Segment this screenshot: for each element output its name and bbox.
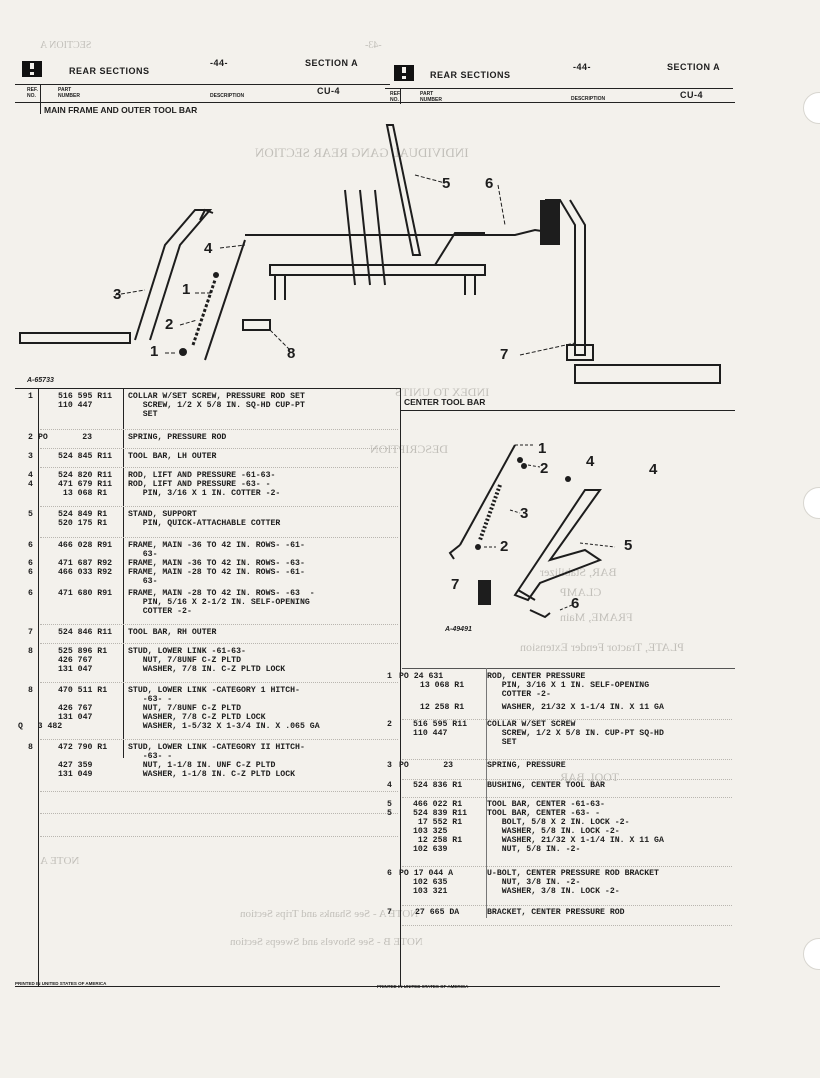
left-part-col-header: PART NUMBER xyxy=(58,87,80,99)
left-callout-6: 6 xyxy=(485,175,494,192)
right-section-name: REAR SECTIONS xyxy=(430,70,511,80)
left-ref-col-header: REF. NO. xyxy=(27,87,38,99)
right-section-label: SECTION A xyxy=(667,62,721,72)
right-callout-3: 3 xyxy=(520,505,529,522)
right-part-col-header: PART NUMBER xyxy=(420,91,442,103)
right-page-number: -44- xyxy=(573,62,592,72)
left-callout-4: 4 xyxy=(204,240,213,257)
left-code: CU-4 xyxy=(317,86,341,96)
illustration-main-frame xyxy=(19,124,721,384)
left-section-name: REAR SECTIONS xyxy=(69,66,150,76)
left-page-number: -44- xyxy=(210,58,229,68)
right-callout-2b: 2 xyxy=(500,538,509,555)
binder-hole-bottom xyxy=(803,938,820,970)
right-header: REAR SECTIONS -44- SECTION A CU-4 xyxy=(385,58,735,100)
right-callout-7: 7 xyxy=(451,576,460,593)
left-desc-col-header: DESCRIPTION xyxy=(210,93,245,99)
right-figure-label: A-49491 xyxy=(445,626,472,633)
binder-hole-top xyxy=(803,92,820,124)
ih-logo-right xyxy=(393,64,415,82)
left-callout-2: 2 xyxy=(165,316,174,333)
binder-hole-middle xyxy=(803,487,820,519)
left-callout-8: 8 xyxy=(287,345,296,362)
right-callout-2a: 2 xyxy=(540,460,549,477)
right-callout-4a: 4 xyxy=(586,453,595,470)
ih-logo xyxy=(21,60,43,78)
illustration-center-tool-bar xyxy=(448,444,616,619)
right-code: CU-4 xyxy=(680,90,704,100)
right-callout-1: 1 xyxy=(538,440,547,457)
right-ref-col-header: REF. NO. xyxy=(390,91,401,103)
right-callout-4b: 4 xyxy=(649,461,658,478)
left-callout-1a: 1 xyxy=(182,281,191,298)
right-callout-6: 6 xyxy=(571,595,580,612)
left-callout-7: 7 xyxy=(500,346,509,363)
left-callout-3: 3 xyxy=(113,286,122,303)
left-section-label: SECTION A xyxy=(305,58,359,68)
left-header: REAR SECTIONS -44- SECTION A CU-4 xyxy=(15,58,390,96)
left-footer: PRINTED IN UNITED STATES OF AMERICA xyxy=(15,981,107,986)
right-desc-col-header: DESCRIPTION xyxy=(571,96,606,102)
left-title: MAIN FRAME AND OUTER TOOL BAR xyxy=(44,105,198,115)
left-callout-1b: 1 xyxy=(150,343,159,360)
right-title: CENTER TOOL BAR xyxy=(404,397,486,407)
ref-number: 1 xyxy=(28,392,33,401)
left-callout-5: 5 xyxy=(442,175,451,192)
left-figure-label: A-65733 xyxy=(27,377,54,384)
right-callout-5: 5 xyxy=(624,537,633,554)
right-footer: PRINTED IN UNITED STATES OF AMERICA xyxy=(377,984,469,989)
